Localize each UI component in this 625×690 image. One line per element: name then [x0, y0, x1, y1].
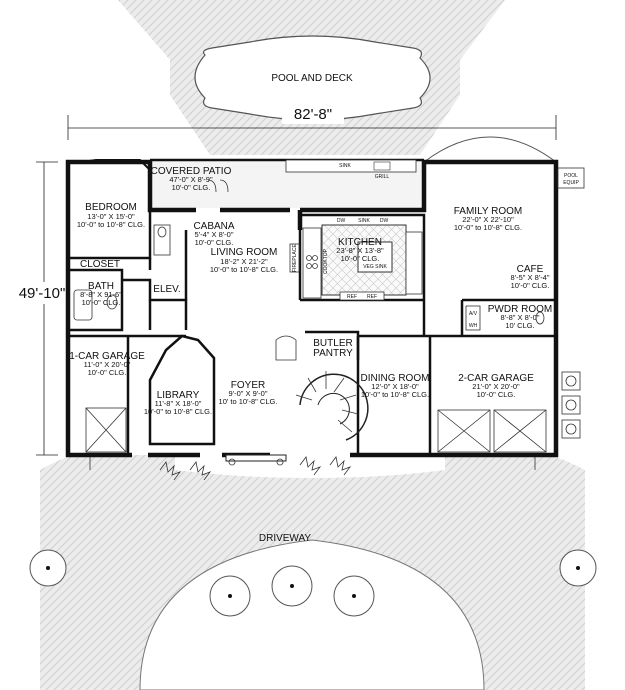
cabana-size: 5'-4" X 8'-0": [194, 230, 233, 239]
width-dimension-label: 82'-8": [294, 106, 332, 123]
kitchen-name: KITCHEN: [338, 237, 382, 248]
foyer-size: 9'-0" X 9'-0": [228, 389, 267, 398]
family-room-clg: 10'-0" to 10'-8" CLG.: [454, 223, 522, 232]
dining-room-name: DINING ROOM: [361, 373, 430, 384]
bedroom-bay: [81, 159, 151, 171]
av-label: A/V: [469, 311, 478, 317]
cooktop-label: COOKTOP: [323, 248, 329, 274]
family-room-name: FAMILY ROOM: [454, 206, 523, 217]
closet-name: CLOSET: [80, 259, 120, 270]
dw-label-1: DW: [337, 218, 346, 224]
driveway-label: DRIVEWAY: [259, 533, 312, 544]
bedroom-size: 13'-0" X 15'-0": [87, 212, 135, 221]
interior-walls: [70, 210, 556, 455]
depth-dimension: [16, 161, 68, 456]
cafe-clg: 10'-0" CLG.: [511, 281, 550, 290]
bedroom-name: BEDROOM: [85, 202, 137, 213]
cafe-name: CAFE: [517, 264, 544, 275]
library-name: LIBRARY: [157, 390, 200, 401]
trees: [29, 549, 597, 617]
kitchen-clg: 10'-0" CLG.: [341, 254, 380, 263]
garage-1-size: 11'-0" X 20'-0": [84, 360, 131, 369]
dining-room-clg: 10'-0" to 10'-8" CLG.: [361, 390, 429, 399]
living-room-name: LIVING ROOM: [211, 247, 278, 258]
bath-clg: 10'-0" CLG.: [82, 298, 121, 307]
family-room-size: 22'-0" X 22'-10": [462, 215, 514, 224]
depth-dimension-label: 49'-10": [19, 285, 66, 302]
bedroom-clg: 10'-0" to 10'-8" CLG.: [77, 220, 145, 229]
garage-1-clg: 10'-0" CLG.: [88, 368, 127, 377]
kitchen-sink-label: SINK: [358, 218, 370, 224]
foyer-name: FOYER: [231, 380, 265, 391]
elev-name: ELEV.: [153, 284, 180, 295]
ac-units: [557, 167, 585, 439]
kitchen-size: 23'-8" X 13'-8": [336, 246, 384, 255]
garage-2-size: 21'-0" X 20'-0": [472, 382, 520, 391]
garage-2-clg: 10'-0" CLG.: [477, 390, 516, 399]
cabana-clg: 10'-0" CLG.: [195, 238, 234, 247]
living-room-clg: 10'-0" to 10'-8" CLG.: [210, 265, 278, 274]
pwdr-room-name: PWDR ROOM: [488, 304, 552, 315]
pool-equip-label-1: POOL: [564, 173, 578, 179]
front-portico: [225, 335, 297, 466]
cabana-name: CABANA: [193, 221, 234, 232]
patio-fixtures: [207, 159, 417, 193]
bath-name: BATH: [88, 281, 114, 292]
pwdr-room-clg: 10' CLG.: [505, 321, 534, 330]
family-room-bay: [422, 136, 558, 163]
pool-shape: [194, 35, 431, 121]
covered-patio-size: 47'-0" X 8'-9": [169, 175, 213, 184]
dining-room-size: 12'-0" X 18'-0": [371, 382, 419, 391]
pool-deck-area: [118, 0, 505, 155]
covered-patio-clg: 10'-0" CLG.: [172, 183, 211, 192]
bath-fixtures: [73, 224, 545, 331]
driveway-area: [40, 440, 585, 690]
pool-equip-label-2: EQUIP: [563, 180, 579, 186]
wh-label: WH: [469, 323, 478, 329]
patio-sink-label: SINK: [339, 163, 351, 169]
fireplace-label: FIREPLACE: [292, 244, 298, 272]
dw-label-2: DW: [380, 218, 389, 224]
garage-1-name: 1-CAR GARAGE: [69, 351, 145, 362]
library-clg: 10'-0" to 10'-8" CLG.: [144, 407, 212, 416]
covered-patio-name: COVERED PATIO: [151, 166, 232, 177]
garage-2-name: 2-CAR GARAGE: [458, 373, 534, 384]
spiral-staircase: [295, 371, 369, 441]
library-size: 11'-8" X 18'-0": [155, 399, 202, 408]
butler-pantry-name-2: PANTRY: [313, 348, 353, 359]
shrubs: [159, 456, 352, 481]
grill-label: GRILL: [375, 174, 390, 180]
foyer-clg: 10' to 10'-8" CLG.: [219, 397, 278, 406]
pwdr-room-size: 8'-8" X 8'-0": [500, 313, 539, 322]
cafe-size: 8'-5" X 8'-4": [510, 273, 549, 282]
bath-size: 8'-8" X 91-6": [80, 290, 122, 299]
ref-label-1: REF: [347, 294, 357, 300]
pool-label: POOL AND DECK: [271, 73, 353, 84]
butler-pantry-name-1: BUTLER: [313, 338, 352, 349]
ref-label-2: REF: [367, 294, 377, 300]
house-footprint: [68, 162, 556, 455]
veg-sink-label: VEG SINK: [363, 264, 387, 270]
garage-doors: [85, 407, 547, 453]
width-dimension: [67, 104, 557, 140]
living-room-size: 18'-2" X 21'-2": [220, 257, 268, 266]
kitchen-fixtures: [289, 224, 423, 301]
